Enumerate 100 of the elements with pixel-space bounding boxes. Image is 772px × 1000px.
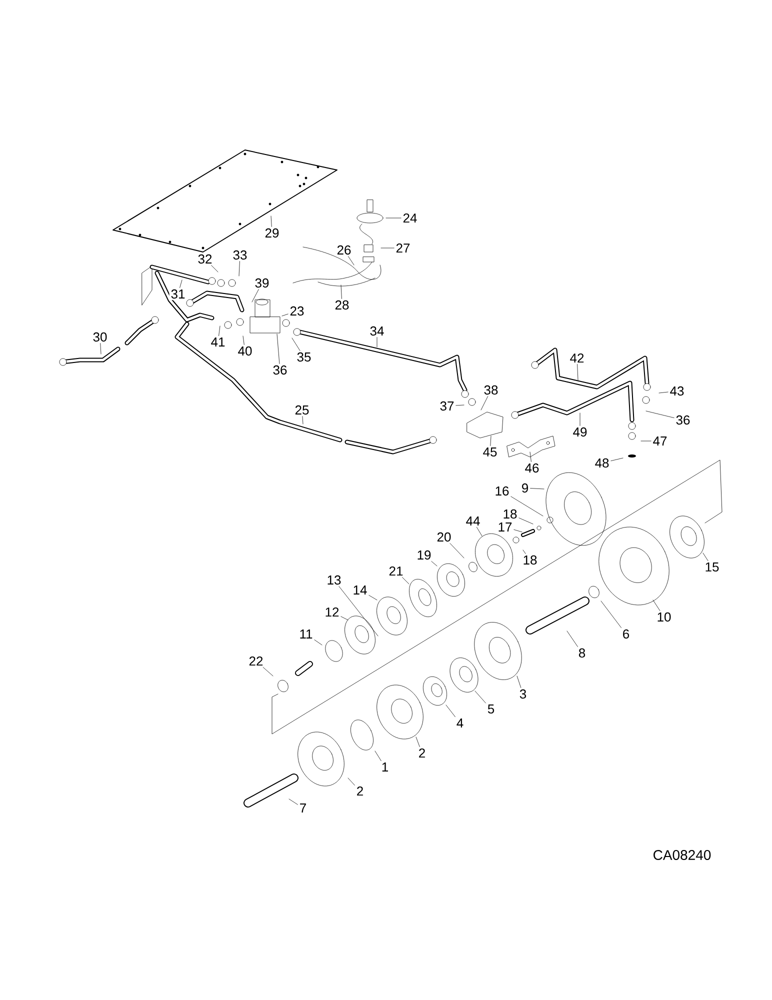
leader-line: [510, 496, 544, 516]
leader-line: [416, 736, 420, 747]
leader-line: [480, 396, 488, 410]
leader-line: [376, 337, 378, 348]
leader-line: [270, 216, 272, 227]
callout-number: 44: [464, 515, 482, 527]
leader-line: [530, 488, 544, 490]
callout-number: 14: [351, 584, 369, 596]
callout-number: 3: [518, 688, 528, 700]
leader-line: [340, 616, 348, 620]
callout-number: 42: [568, 352, 586, 364]
leader-line: [282, 314, 288, 316]
leader-line: [218, 326, 220, 336]
leader-line: [402, 577, 410, 584]
leader-line: [640, 440, 652, 442]
callout-number: 5: [486, 702, 496, 716]
callout-number: 7: [298, 802, 308, 814]
callout-number: 2: [354, 784, 366, 798]
callout-number: 36: [674, 414, 692, 426]
leader-line: [238, 261, 240, 276]
leader-line: [292, 338, 300, 351]
callout-number: 11: [298, 628, 314, 640]
callout-number: 17: [496, 521, 514, 533]
leader-line: [566, 630, 578, 647]
callout-number: 12: [323, 606, 341, 618]
callout-number: 2: [416, 746, 428, 760]
callout-number: 48: [593, 456, 611, 470]
callout-number: 39: [253, 276, 271, 290]
leader-line: [516, 676, 522, 688]
callout-number: 36: [271, 364, 289, 376]
leader-line: [476, 526, 482, 536]
callout-number: 6: [620, 628, 632, 640]
callout-number: 49: [571, 426, 589, 438]
leader-line: [518, 518, 534, 524]
leader-line: [702, 552, 708, 561]
leader-line: [100, 343, 102, 354]
callout-number: 18: [501, 508, 519, 520]
leader-line: [288, 798, 298, 805]
leader-line: [514, 529, 522, 532]
callout-number: 37: [438, 400, 456, 412]
leader-line: [242, 336, 244, 345]
leader-line: [302, 416, 304, 424]
leader-line: [450, 543, 464, 558]
leader-line: [490, 436, 492, 446]
callout-number: 25: [293, 404, 311, 416]
leader-line: [348, 778, 355, 786]
callout-number: 18: [521, 554, 539, 566]
leader-line: [530, 452, 532, 462]
leader-line: [658, 392, 668, 394]
leader-line: [314, 640, 322, 646]
callout-number: 9: [520, 482, 530, 494]
drawing-number: CA08240: [654, 850, 711, 860]
leader-line: [446, 704, 456, 718]
callout-number: 33: [231, 248, 249, 262]
leader-line: [340, 284, 342, 299]
callout-number: 35: [295, 350, 313, 364]
callout-number: 26: [335, 244, 353, 256]
callout-number: 29: [263, 226, 281, 240]
callout-number: 46: [523, 462, 541, 474]
leader-line: [431, 561, 438, 566]
callout-number: 30: [91, 330, 109, 344]
leader-line: [474, 690, 486, 704]
callout-number: 41: [209, 336, 227, 348]
leader-line: [262, 667, 274, 676]
leader-line: [374, 750, 382, 762]
callout-number: 4: [454, 717, 466, 729]
callout-number: 45: [481, 446, 499, 458]
leader-line: [456, 404, 464, 406]
leader-line: [577, 364, 578, 380]
callout-number: 8: [576, 646, 588, 660]
leader-line: [652, 600, 660, 611]
callout-number: 22: [247, 654, 265, 668]
leader-line: [338, 586, 378, 636]
callout-number: 40: [236, 344, 254, 358]
callout-number: 31: [169, 288, 187, 300]
leader-line: [252, 289, 259, 302]
callout-number: 16: [493, 484, 511, 498]
leader-line: [610, 458, 624, 462]
callout-number: 1: [380, 761, 390, 773]
leader-line: [348, 256, 354, 266]
callout-number: 21: [387, 564, 405, 578]
leader-line: [600, 600, 622, 628]
callout-number: 10: [655, 610, 673, 624]
callout-number: 13: [325, 574, 343, 586]
callout-number: 27: [394, 242, 412, 254]
leader-line: [276, 334, 280, 364]
leader-line: [522, 550, 526, 554]
leader-line: [646, 410, 674, 418]
callout-number: 32: [196, 252, 214, 266]
leader-line: [211, 265, 218, 272]
callout-number: 47: [651, 435, 669, 447]
callout-number: 34: [368, 324, 386, 338]
callout-number: 15: [703, 560, 721, 574]
callout-number: 38: [482, 384, 500, 396]
leader-line: [368, 595, 378, 600]
callout-number: 43: [668, 384, 686, 398]
callout-number: 23: [288, 304, 306, 318]
leader-line: [180, 280, 182, 288]
callout-number: 24: [401, 212, 419, 224]
callout-number: 19: [415, 548, 433, 562]
